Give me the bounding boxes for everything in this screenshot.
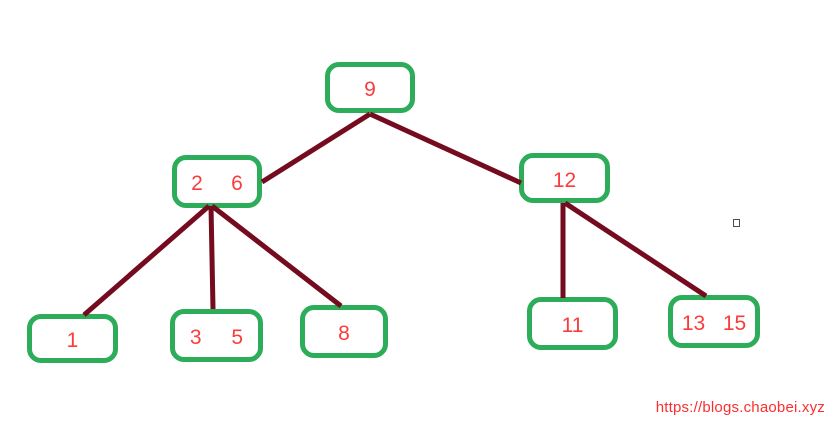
node-key: 11: [561, 314, 584, 337]
node-key: 1: [66, 329, 79, 352]
tree-node-n13-15: 13 15: [668, 295, 760, 348]
tree-node-n8: 8: [300, 305, 388, 358]
node-key: 6: [231, 172, 243, 195]
node-key: 9: [364, 78, 376, 101]
tree-node-root: 9: [325, 62, 415, 113]
tree-node-n11: 11: [527, 297, 618, 350]
node-key: 12: [552, 168, 577, 192]
selection-handle-square: [733, 219, 740, 227]
node-key: 8: [338, 322, 350, 345]
watermark-url: https://blogs.chaobei.xyz: [655, 399, 825, 416]
node-key: 3: [189, 326, 202, 349]
tree-node-n12: 12: [519, 153, 610, 203]
node-key: 5: [231, 326, 244, 349]
node-key: 2: [191, 172, 203, 195]
node-key: 13: [681, 312, 706, 335]
tree-node-n1: 1: [27, 314, 118, 363]
node-key: 15: [722, 312, 747, 335]
